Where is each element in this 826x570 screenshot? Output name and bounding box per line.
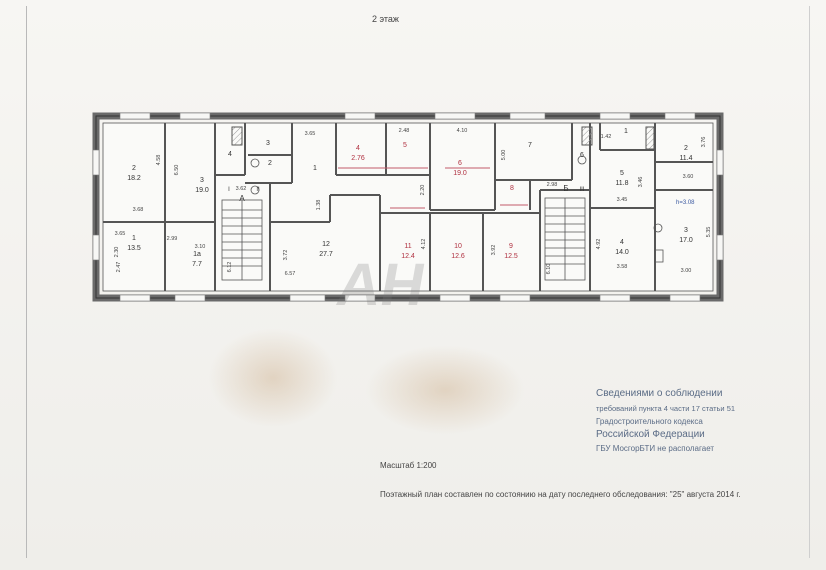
dimension-value: 6.50 [174,165,180,176]
dimension-value: 3.65 [305,131,316,137]
stain-mid [365,345,525,435]
room-area: 12.5 [504,253,518,260]
page-frame [26,6,810,558]
dimension-value: 3.62 [236,186,247,192]
room-number: 1 [313,165,317,172]
room-number: 2 [132,165,136,172]
dimension-value: 4.12 [421,239,427,250]
room-area: 12.6 [451,253,465,260]
dimension-value: 2.98 [547,182,558,188]
room-area: 17.0 [679,237,693,244]
stair-label: II [256,187,260,193]
stair-label: Б [563,184,568,193]
hatched-block [231,126,243,146]
room-number: 1а [193,251,201,258]
dimension-value: 6.12 [227,262,233,273]
dimension-value: 3.68 [133,207,144,213]
room-number: 4 [228,151,232,158]
dimension-value: 4.92 [596,239,602,250]
room-area: 11.8 [615,180,628,187]
windows [92,112,724,302]
dimension-value: 5.00 [501,150,507,161]
room-number: 5 [620,170,624,177]
dimension-value: 6.57 [285,271,296,277]
red-partitions [338,167,528,209]
room-area: 19.0 [453,170,467,177]
room-number: 5 [403,142,407,149]
room-number: 1 [624,128,628,135]
room-number: 3 [200,177,204,184]
stair-label: III [579,187,584,193]
room-number: 4 [356,145,360,152]
scale-label: Масштаб 1:200 [380,461,437,470]
stair-b [544,197,586,281]
survey-footnote: Поэтажный план составлен по состоянию на… [380,490,741,499]
interior-walls [103,123,713,291]
floor-title: 2 этаж [372,14,399,24]
info-line-4: Российской Федерации [596,429,705,440]
room-area: 19.0 [195,187,209,194]
watermark-logo: АН [332,251,431,318]
room-number: 1 [132,235,136,242]
room-number: 4 [620,239,624,246]
dimension-value: 3.45 [617,197,628,203]
room-area: 14.0 [615,249,629,256]
room-number: 9 [509,243,513,250]
dimension-value: 3.76 [701,137,707,148]
dimension-value: 4.10 [457,128,468,134]
room-number: 6 [580,152,584,159]
room-area: 7.7 [192,261,202,268]
dimension-value: 2.30 [114,247,120,258]
stair-a [221,199,263,281]
room-area: 13.5 [127,245,141,252]
ceiling-height-note: h=3.08 [676,200,695,206]
dimension-value: 3.72 [283,250,289,261]
room-number: 3 [684,227,688,234]
dimension-value: 2.99 [167,236,178,242]
dimension-value: 3.92 [491,245,497,256]
stain-left [208,328,338,428]
dimension-value: 6.10 [546,264,552,275]
dimension-value: 3.46 [638,177,644,188]
room-number: 7 [528,142,532,149]
stair-label: А [239,194,245,203]
dimension-value: 1.42 [601,134,612,140]
room-number: 6 [458,160,462,167]
room-area: 12.4 [401,253,415,260]
room-number: 11 [404,243,411,250]
dimension-value: 4.58 [156,155,162,166]
dimension-value: 5.35 [706,227,712,238]
dimension-value: 3.00 [681,268,692,274]
dimension-labels: 4.58 3.68 6.50 3.65 2.99 2.30 2.47 3.10 3.62 6.12… [114,128,712,277]
room-area: 27.7 [319,251,333,258]
dimension-value: 3.10 [195,244,206,250]
dimension-value: 3.58 [617,264,628,270]
info-line-3: Градостроительного кодекса [596,417,703,426]
room-number: 10 [454,243,462,250]
stair-label: I [228,187,230,193]
info-line-2: требований пункта 4 части 17 статьи 51 [596,404,736,413]
info-line-5: ГБУ МосгорБТИ не располагает [596,444,715,453]
dimension-value: 2.47 [116,262,122,273]
wc-fixtures [250,155,664,263]
dimension-value: 2.48 [399,128,410,134]
dimension-value: 1.38 [316,200,322,211]
room-number: 12 [322,241,330,248]
room-number: 2 [684,145,688,152]
room-area: 18.2 [127,175,141,182]
dimension-value: 2.20 [420,185,426,196]
room-number: 8 [510,185,514,192]
room-number: 3 [266,140,270,147]
room-area: 11.4 [679,155,692,162]
info-line-1: Сведениями о соблюдении [596,388,723,399]
dimension-value: 3.65 [115,231,126,237]
room-number: 2 [268,160,272,167]
room-area: 2.76 [351,155,365,162]
dimension-value: 3.60 [683,174,694,180]
